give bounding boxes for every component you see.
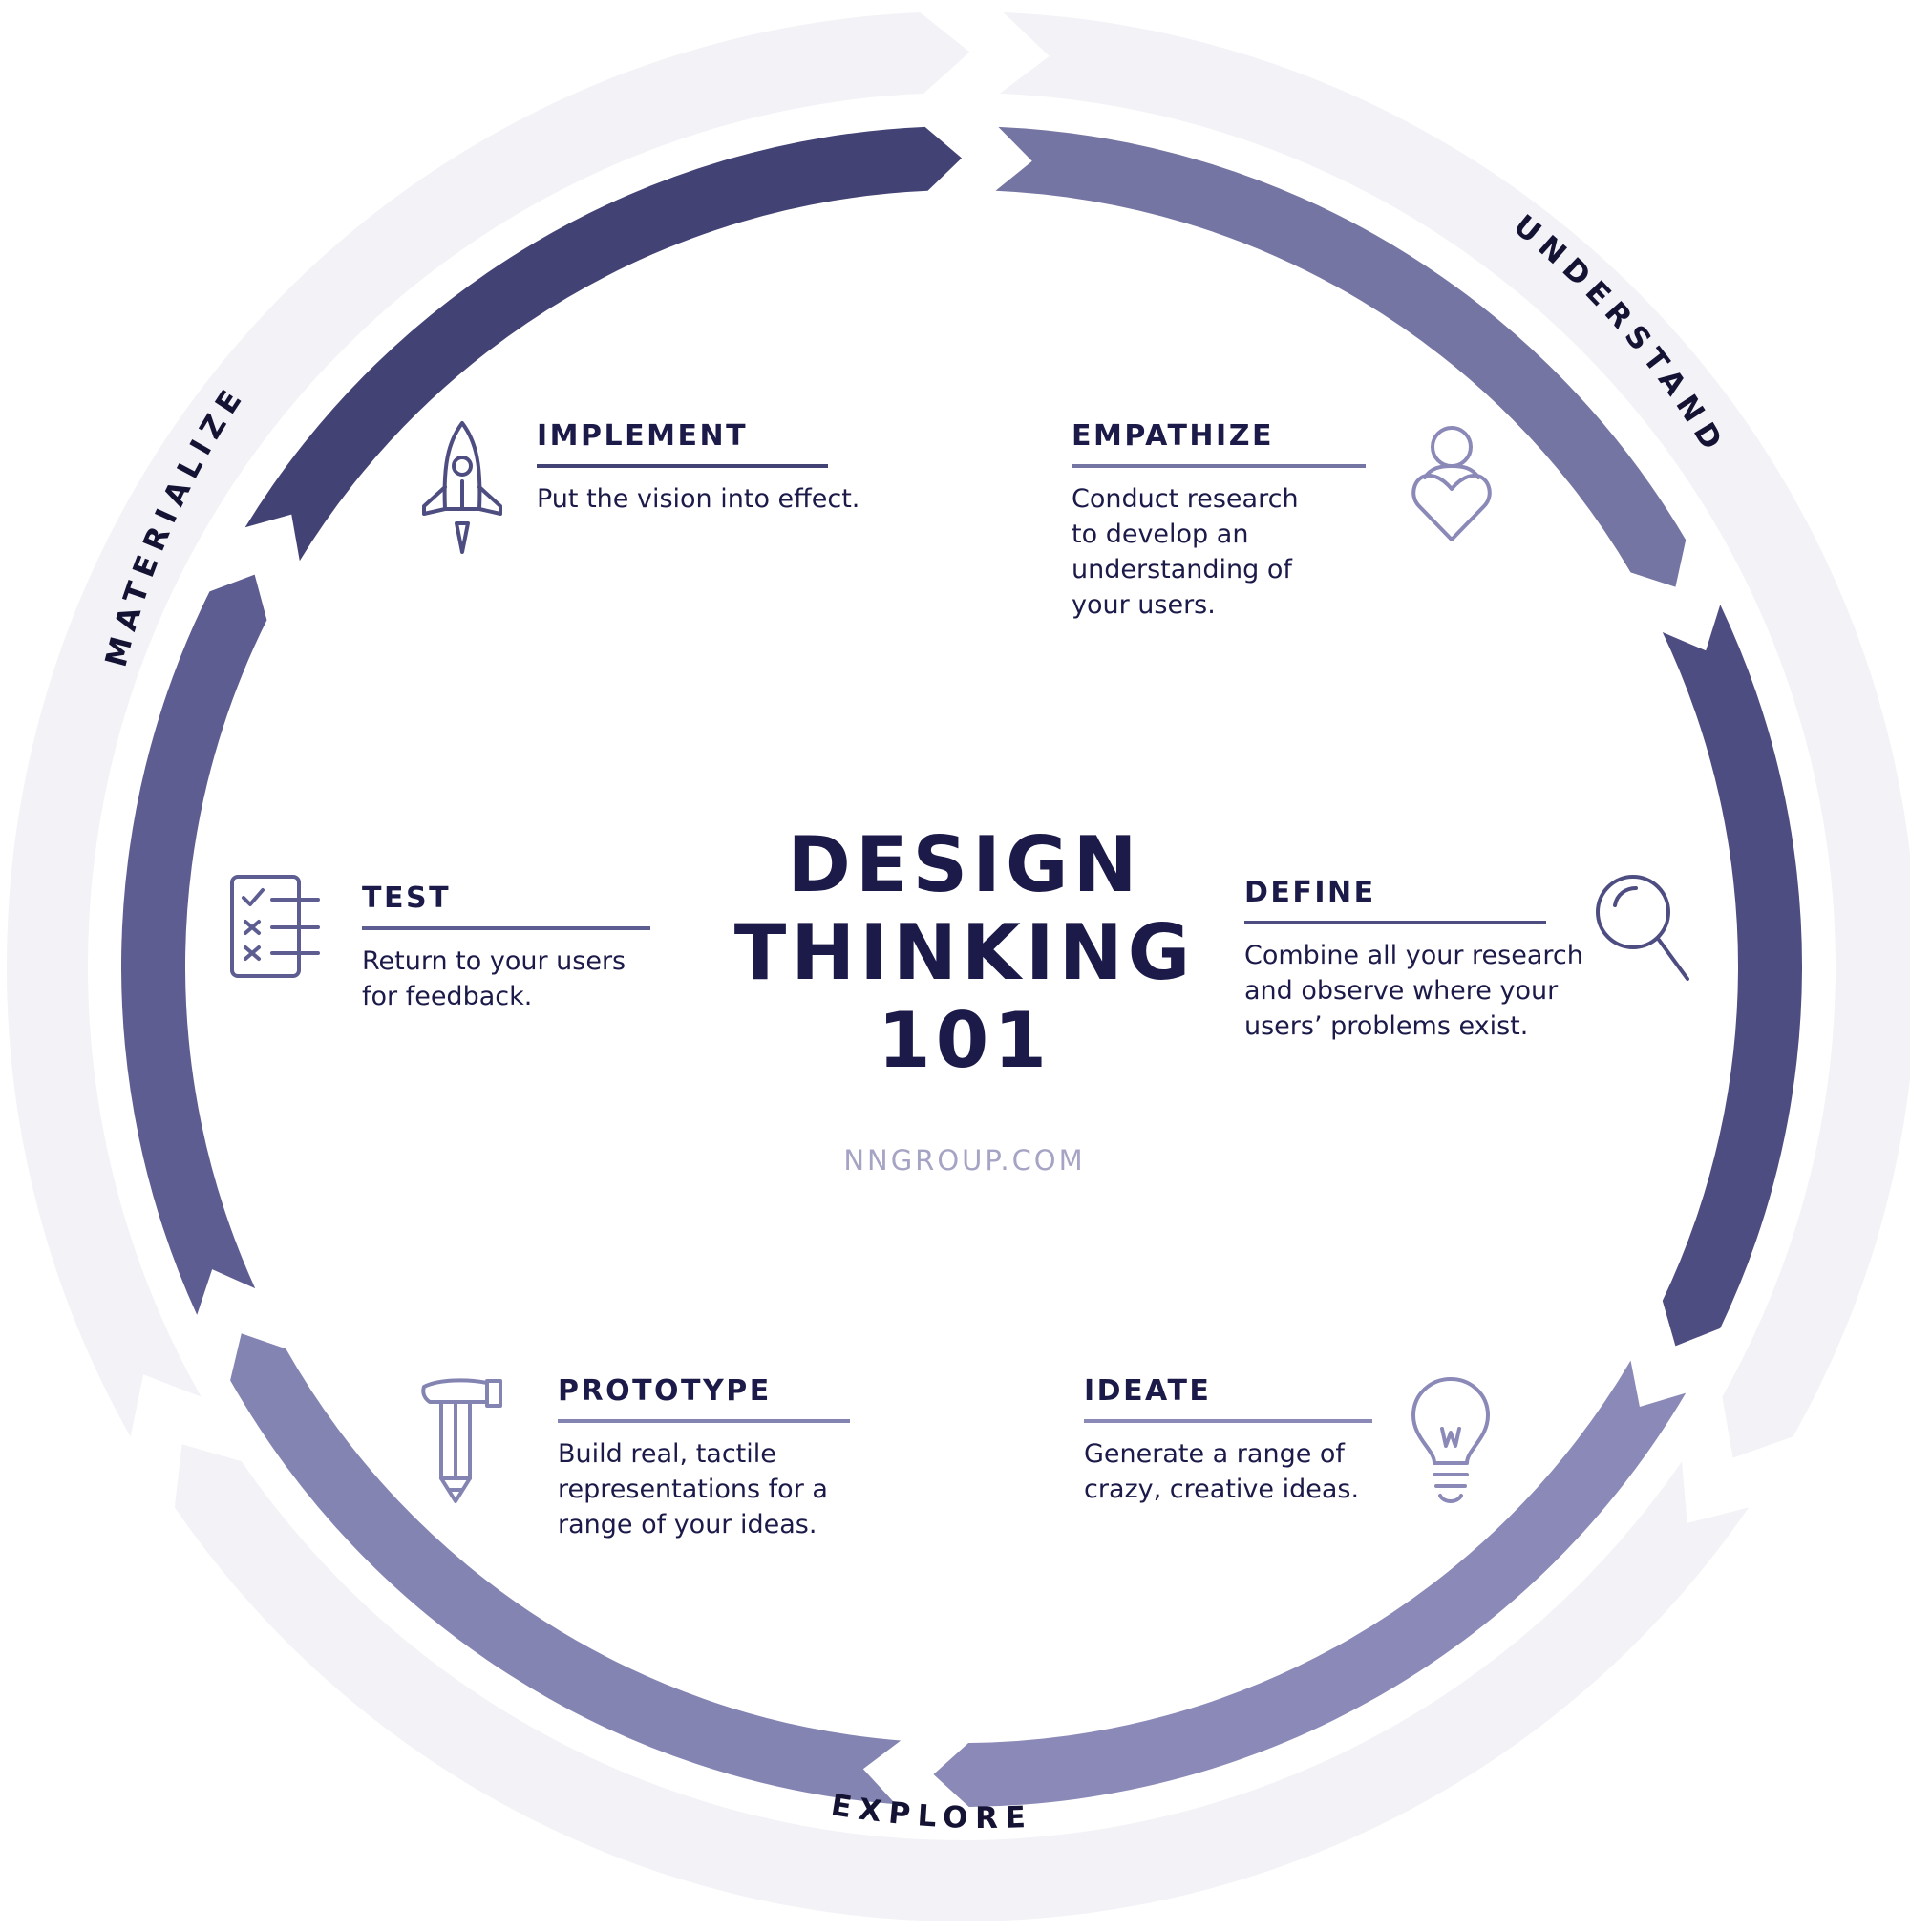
stage-divider xyxy=(1244,921,1546,924)
hammer-pencil-icon xyxy=(421,1378,502,1503)
inner-segment-ideate xyxy=(933,1360,1687,1807)
checklist-icon xyxy=(230,875,320,978)
inner-segment-empathize xyxy=(995,126,1687,587)
stage-description: Conduct research to develop an understan… xyxy=(1072,484,1299,620)
inner-segment-define xyxy=(1662,605,1802,1347)
stage-divider xyxy=(1072,464,1366,468)
source-credit: NNGROUP.COM xyxy=(843,1144,1086,1177)
inner-stage-ring xyxy=(120,126,1802,1807)
stage-divider xyxy=(537,464,828,468)
diagram-title-line-1: DESIGN xyxy=(787,820,1142,909)
stage-test: TEST Return to your users for feedback. xyxy=(362,882,668,1014)
inner-segment-test xyxy=(120,574,267,1315)
stage-divider xyxy=(558,1419,850,1423)
stage-description: Return to your users for feedback. xyxy=(362,946,626,1011)
stage-heading: IDEATE xyxy=(1084,1374,1212,1408)
stage-define: DEFINE Combine all your research and obs… xyxy=(1244,877,1626,1044)
outer-phase-ring xyxy=(6,11,1910,1922)
stage-description: Put the vision into effect. xyxy=(537,484,860,514)
stage-description: Generate a range of crazy, creative idea… xyxy=(1084,1439,1360,1504)
stage-description: Build real, tactile representations for … xyxy=(558,1439,828,1539)
stage-empathize: EMPATHIZE Conduct research to develop an… xyxy=(1072,420,1396,623)
stage-implement: IMPLEMENT Put the vision into effect. xyxy=(537,420,861,517)
outer-phase-segment xyxy=(6,11,970,1437)
stage-ideate: IDEATE Generate a range of crazy, creati… xyxy=(1084,1375,1409,1507)
inner-segment-prototype xyxy=(230,1333,902,1805)
stage-divider xyxy=(1084,1419,1372,1423)
diagram-title-line-3: 101 xyxy=(878,996,1051,1085)
stage-divider xyxy=(362,926,650,930)
stage-heading: PROTOTYPE xyxy=(558,1374,772,1408)
stage-description: Combine all your research and observe wh… xyxy=(1244,941,1583,1041)
diagram-title-line-2: THINKING xyxy=(733,908,1196,997)
rocket-icon xyxy=(422,421,502,554)
stage-heading: TEST xyxy=(362,881,452,915)
stage-prototype: PROTOTYPE Build real, tactile representa… xyxy=(558,1375,882,1542)
lightbulb-icon xyxy=(1411,1377,1490,1503)
person-heart-icon xyxy=(1411,426,1492,541)
outer-phase-segment xyxy=(999,11,1910,1458)
magnifying-glass-icon xyxy=(1596,875,1689,981)
stage-heading: IMPLEMENT xyxy=(537,419,749,453)
inner-segment-implement xyxy=(244,126,963,562)
outer-phase-segment xyxy=(174,1444,1750,1922)
stage-heading: DEFINE xyxy=(1244,876,1376,909)
stage-heading: EMPATHIZE xyxy=(1072,419,1274,453)
